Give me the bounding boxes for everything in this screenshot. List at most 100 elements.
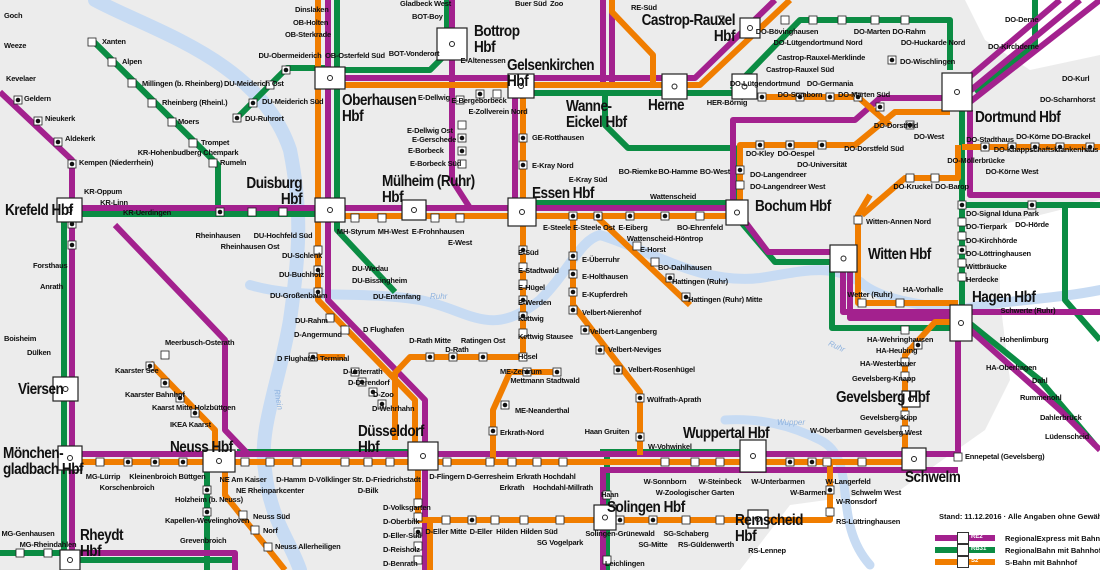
station-label[interactable]: DO-Tierpark xyxy=(966,222,1008,231)
station-label[interactable]: Rummenohl xyxy=(1020,393,1062,402)
station-label[interactable]: RS-Güldenwerth xyxy=(678,540,734,549)
station-label[interactable]: DU-Bissingheim xyxy=(352,276,408,285)
station-label[interactable]: BO-Ehrenfeld xyxy=(677,223,723,232)
station-label[interactable]: DO-Löttringhausen xyxy=(966,249,1031,258)
station-label[interactable]: D-Gerresheim xyxy=(466,472,514,481)
station-label[interactable]: Dahl xyxy=(1032,376,1048,385)
station-label[interactable]: Kaarster See xyxy=(115,366,159,375)
station-marker[interactable] xyxy=(555,515,565,525)
station-label[interactable]: DU-Obermeiderich xyxy=(258,51,322,60)
station-label[interactable]: DO-Bövinghausen xyxy=(755,27,819,36)
station-label[interactable]: Castrop-Rauxel-Merklinde xyxy=(777,53,866,62)
station-label[interactable]: W-Unterbarmen xyxy=(751,477,805,486)
hub-station-label[interactable]: Dortmund Hbf xyxy=(975,109,1061,126)
station-marker[interactable] xyxy=(632,241,642,251)
station-label[interactable]: E-Bergeborbeck xyxy=(451,96,507,105)
station-label[interactable]: DO-Kirchderne xyxy=(988,42,1039,51)
station-label[interactable]: W-Zoologischer Garten xyxy=(655,488,735,497)
station-label[interactable]: DO-Barop xyxy=(935,182,969,191)
station-label[interactable]: DU-Ruhrort xyxy=(245,114,284,123)
station-label[interactable]: DO-West xyxy=(913,132,945,141)
station-label[interactable]: DO-Kruckel xyxy=(893,182,933,191)
station-label[interactable]: DO-Körne West xyxy=(985,167,1039,176)
station-marker[interactable] xyxy=(455,95,465,105)
station-label[interactable]: Geldern xyxy=(24,94,51,103)
station-label[interactable]: Korschenbroich xyxy=(99,483,155,492)
station-marker[interactable] xyxy=(455,213,465,223)
station-marker[interactable] xyxy=(340,325,350,335)
station-label[interactable]: E-Kray Nord xyxy=(532,161,574,170)
station-label[interactable]: Kevelaer xyxy=(6,74,36,83)
station-label[interactable]: DO-Marten Süd xyxy=(838,90,890,99)
station-marker[interactable] xyxy=(519,515,529,525)
hub-station-label[interactable]: Gevelsberg Hbf xyxy=(836,389,930,406)
station-label[interactable]: Wülfrath-Aprath xyxy=(647,395,702,404)
hub-station-label[interactable]: Düsseldorf Hbf xyxy=(358,423,424,456)
station-label[interactable]: E-Dellwig xyxy=(418,93,450,102)
hub-station-label[interactable]: Wuppertal Hbf xyxy=(683,425,770,442)
station-label[interactable]: E-West xyxy=(447,238,473,247)
station-label[interactable]: D-Derendorf xyxy=(348,378,390,387)
station-label[interactable]: DU-Wedau xyxy=(352,264,389,273)
station-label[interactable]: Hohenlimburg xyxy=(1000,335,1049,344)
station-label[interactable]: HA-Heubing xyxy=(876,346,918,355)
station-marker[interactable] xyxy=(660,457,670,467)
station-label[interactable]: NE Am Kaiser xyxy=(219,475,267,484)
hub-station-label[interactable]: Krefeld Hbf xyxy=(5,202,73,219)
station-label[interactable]: OB-Sterkrade xyxy=(285,30,331,39)
station-label[interactable]: Haan xyxy=(601,490,619,499)
station-marker[interactable] xyxy=(292,457,302,467)
station-label[interactable]: W-Vohwinkel xyxy=(648,442,692,451)
station-marker[interactable] xyxy=(385,457,395,467)
station-label[interactable]: Gladbeck West xyxy=(400,0,452,8)
station-label[interactable]: D Flughafen xyxy=(363,325,405,334)
station-label[interactable]: BO-West xyxy=(699,167,731,176)
hub-station-label[interactable]: Remscheid Hbf xyxy=(735,512,803,545)
station-label[interactable]: Wetter (Ruhr) xyxy=(847,290,893,299)
station-label[interactable]: Solingen-Grünewald xyxy=(585,529,655,538)
station-label[interactable]: E-Kray Süd xyxy=(568,175,608,184)
hub-station-label[interactable]: Hagen Hbf xyxy=(972,289,1036,306)
station-marker[interactable] xyxy=(957,231,967,241)
station-label[interactable]: DO-Signal Iduna Park xyxy=(966,209,1039,218)
station-label[interactable]: E-Süd xyxy=(518,248,539,257)
hub-station-label[interactable]: Oberhausen Hbf xyxy=(342,92,417,125)
station-label[interactable]: D-Rath xyxy=(445,345,469,354)
station-label[interactable]: Büttgen xyxy=(178,472,206,481)
station-marker[interactable] xyxy=(900,15,910,25)
station-marker[interactable] xyxy=(265,457,275,467)
station-label[interactable]: KR-Uerdingen xyxy=(122,208,172,217)
station-marker[interactable] xyxy=(900,410,910,420)
station-label[interactable]: Hattingen (Ruhr) xyxy=(672,277,728,286)
hub-station-label[interactable]: Gelsenkirchen Hbf xyxy=(507,57,595,90)
station-label[interactable]: DO-Germania xyxy=(806,79,854,88)
station-label[interactable]: D-Angermund xyxy=(294,330,342,339)
station-label[interactable]: HA-Vorhalle xyxy=(902,285,944,294)
station-label[interactable]: NE Rheinparkcenter xyxy=(235,486,305,495)
station-label[interactable]: Rheinhausen xyxy=(195,231,241,240)
station-marker[interactable] xyxy=(441,515,451,525)
hub-station-label[interactable]: Mülheim (Ruhr) Hbf xyxy=(382,173,475,206)
station-label[interactable]: E-Horst xyxy=(640,245,666,254)
station-label[interactable]: Leichlingen xyxy=(605,559,645,568)
station-marker[interactable] xyxy=(350,213,360,223)
station-marker[interactable] xyxy=(413,498,423,508)
station-label[interactable]: E-Überruhr xyxy=(582,255,620,264)
station-label[interactable]: E-Frohnhausen xyxy=(411,227,465,236)
station-label[interactable]: Schwerte (Ruhr) xyxy=(1000,306,1056,315)
station-marker[interactable] xyxy=(822,457,832,467)
station-label[interactable]: Kettwig Stausee xyxy=(518,332,573,341)
station-marker[interactable] xyxy=(857,457,867,467)
station-label[interactable]: MH-Styrum xyxy=(336,227,376,236)
station-marker[interactable] xyxy=(837,15,847,25)
station-label[interactable]: MG-Lürrip xyxy=(85,472,121,481)
station-label[interactable]: Weeze xyxy=(4,41,27,50)
station-label[interactable]: E-Stadtwald xyxy=(518,266,559,275)
station-label[interactable]: D-Flingern xyxy=(429,472,465,481)
station-label[interactable]: Buer Süd xyxy=(515,0,547,8)
station-marker[interactable] xyxy=(681,515,691,525)
hub-station-label[interactable]: Rheydt Hbf xyxy=(80,527,124,560)
station-label[interactable]: Lüdenscheid xyxy=(1045,432,1090,441)
station-marker[interactable] xyxy=(247,207,257,217)
station-marker[interactable] xyxy=(413,541,423,551)
